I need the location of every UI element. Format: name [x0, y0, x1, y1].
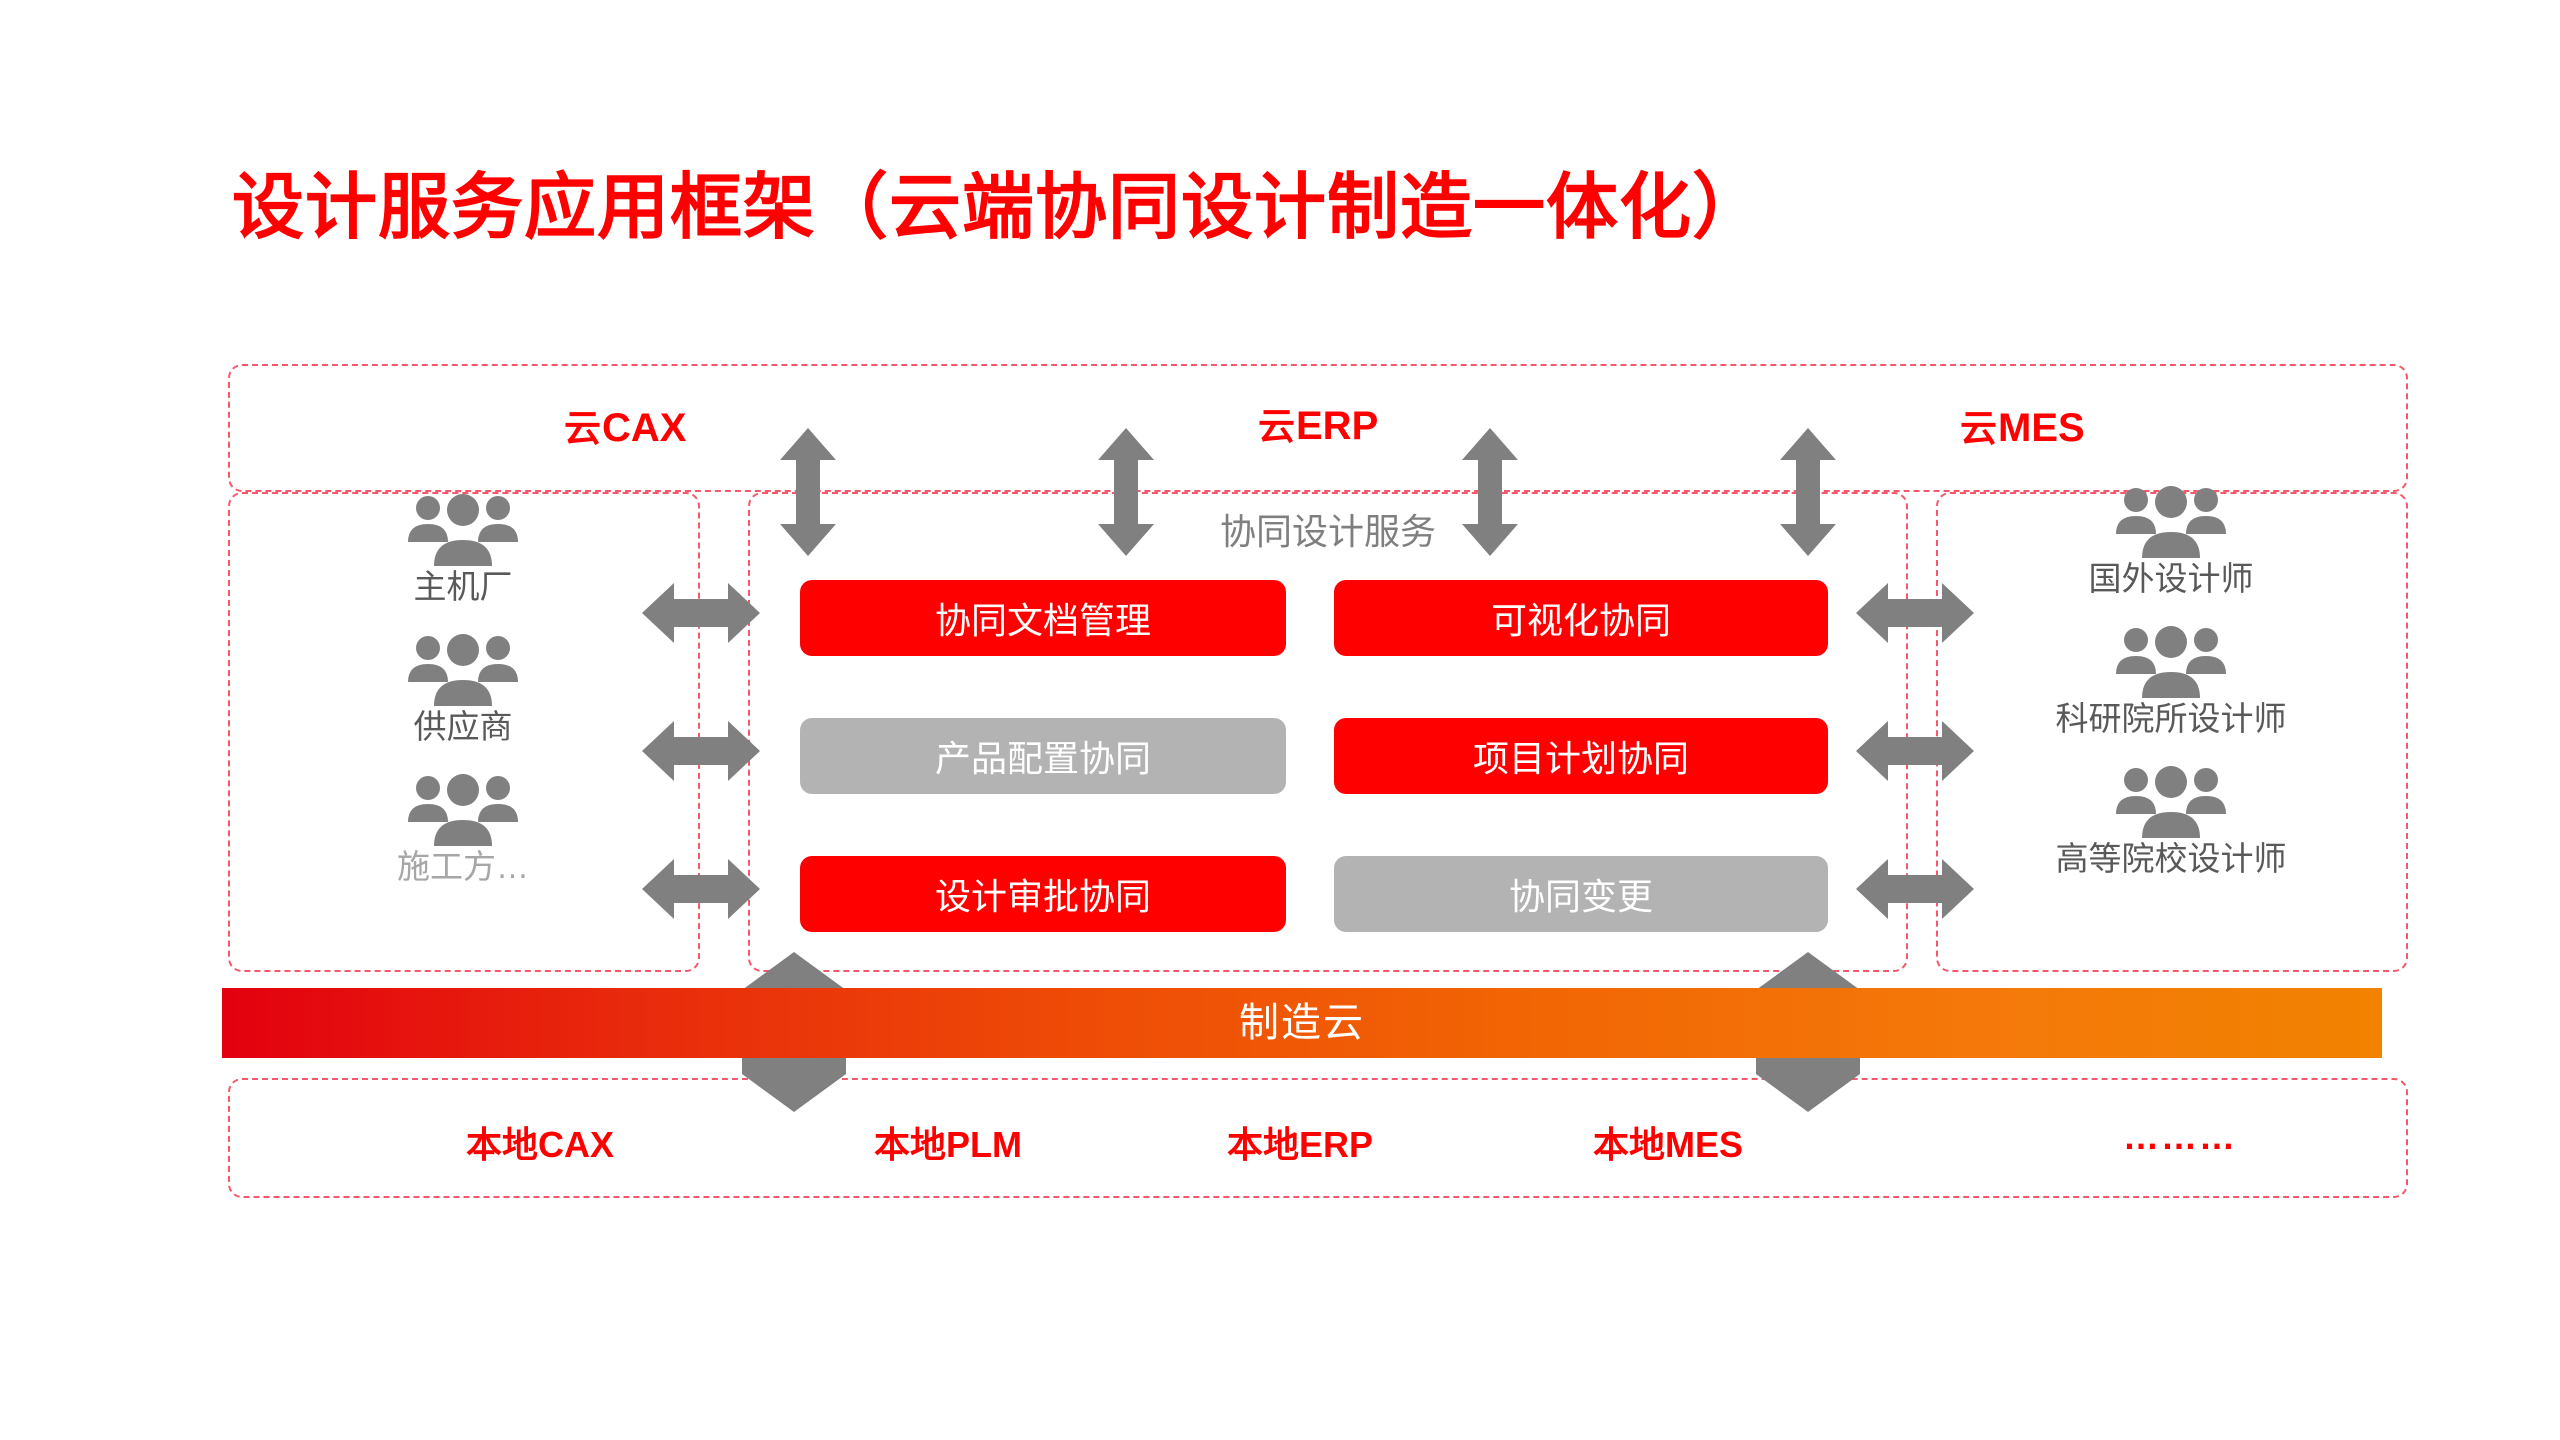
- service-tile-design-approval[interactable]: 设计审批协同: [800, 856, 1286, 932]
- actor-right-0: 国外设计师: [2006, 484, 2336, 598]
- cloud-name-erp: ERP: [1296, 404, 1379, 448]
- local-systems-container: [228, 1078, 2408, 1198]
- local-system-more: ………: [2123, 1116, 2237, 1157]
- vertical-double-arrow-1: [780, 428, 836, 556]
- actor-left-0: 主机厂: [298, 492, 628, 606]
- service-tile-project-plan[interactable]: 项目计划协同: [1334, 718, 1828, 794]
- actor-right-label-1: 科研院所设计师: [2055, 700, 2287, 737]
- vertical-double-arrow-4: [1780, 428, 1836, 556]
- people-group-icon: [404, 772, 522, 846]
- actor-left-label-0: 主机厂: [413, 568, 513, 605]
- actor-left-1: 供应商: [298, 632, 628, 746]
- horizontal-double-arrow-left-3: [642, 854, 760, 924]
- actor-right-1: 科研院所设计师: [2006, 624, 2336, 738]
- local-system-erp: 本地ERP: [1226, 1124, 1374, 1165]
- cloud-prefix-mes: 云: [1960, 408, 1997, 449]
- cloud-prefix-cax: 云: [564, 408, 601, 449]
- local-system-mes: 本地MES: [1592, 1124, 1743, 1165]
- actor-right-label-2: 高等院校设计师: [2055, 840, 2287, 877]
- actor-left-label-1: 供应商: [413, 708, 513, 745]
- horizontal-double-arrow-right-3: [1856, 854, 1974, 924]
- actor-right-label-0: 国外设计师: [2088, 560, 2254, 597]
- cloud-services-container: [228, 364, 2408, 492]
- local-system-plm: 本地PLM: [874, 1124, 1022, 1165]
- vertical-double-arrow-2: [1098, 428, 1154, 556]
- horizontal-double-arrow-right-2: [1856, 716, 1974, 786]
- cloud-name-cax: CAX: [602, 406, 687, 450]
- service-tile-product-config[interactable]: 产品配置协同: [800, 718, 1286, 794]
- page-title: 设计服务应用框架（云端协同设计制造一体化）: [232, 168, 1766, 248]
- cloud-prefix-erp: 云: [1258, 406, 1295, 447]
- vertical-double-arrow-3: [1462, 428, 1518, 556]
- people-group-icon: [2112, 624, 2230, 698]
- cloud-name-mes: MES: [1998, 406, 2085, 450]
- collaborative-services-heading: 协同设计服务: [1219, 511, 1436, 552]
- actor-right-2: 高等院校设计师: [2006, 764, 2336, 878]
- actor-left-label-2: 施工方…: [397, 848, 529, 885]
- service-tile-change-collab[interactable]: 协同变更: [1334, 856, 1828, 932]
- horizontal-double-arrow-right-1: [1856, 578, 1974, 648]
- local-system-cax: 本地CAX: [465, 1124, 614, 1165]
- service-tile-visual-collab[interactable]: 可视化协同: [1334, 580, 1828, 656]
- service-tile-doc-management[interactable]: 协同文档管理: [800, 580, 1286, 656]
- people-group-icon: [2112, 764, 2230, 838]
- manufacturing-cloud-label: 制造云: [1239, 1001, 1365, 1045]
- collaborative-services-container: [748, 492, 1908, 972]
- people-group-icon: [404, 632, 522, 706]
- people-group-icon: [2112, 484, 2230, 558]
- horizontal-double-arrow-left-2: [642, 716, 760, 786]
- actor-left-2: 施工方…: [298, 772, 628, 886]
- manufacturing-cloud-bar: 制造云: [222, 988, 2382, 1058]
- people-group-icon: [404, 492, 522, 566]
- horizontal-double-arrow-left-1: [642, 578, 760, 648]
- left-actors-container: [228, 492, 700, 972]
